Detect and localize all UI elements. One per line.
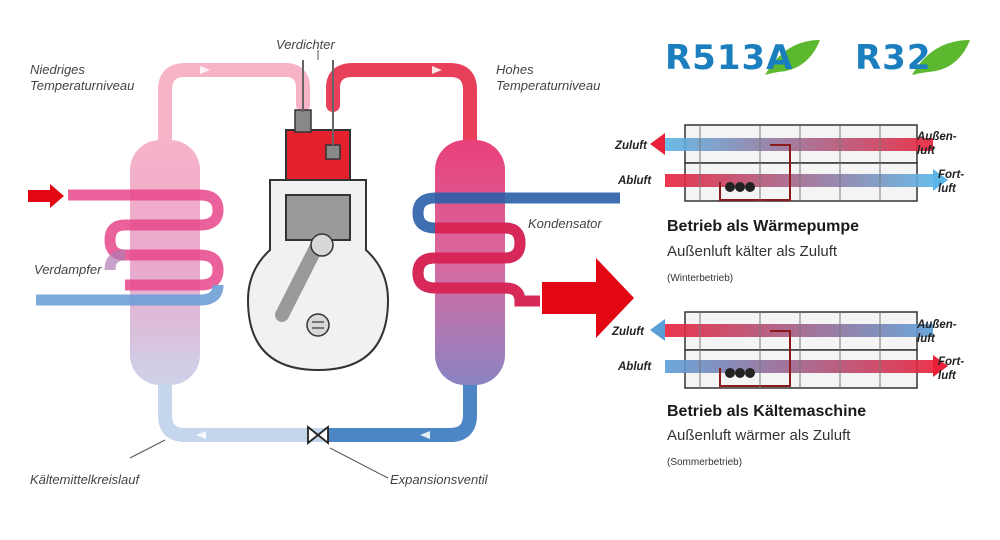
top-note: (Winterbetrieb) [667,273,734,284]
logo-r513a: R513A [665,38,794,78]
unit-bottom-schematic [650,311,948,389]
top-abluft-label: Abluft [618,175,652,187]
top-fortluft-label: Fort-luft [938,169,965,195]
leader-lines [129,50,389,479]
bottom-zuluft-label: Zuluft [612,326,644,338]
condenser [412,140,620,385]
unit-top-schematic [650,124,948,202]
top-heading: Betrieb als Wärmepumpe [667,218,860,235]
flow-direction-arrows [196,66,442,439]
bottom-abluft-label: Abluft [618,361,652,373]
bottom-heading: Betrieb als Kältemaschine [667,403,867,420]
top-zuluft-label: Zuluft [615,140,647,152]
leaf-icon [765,40,970,75]
evaporator [28,140,224,385]
bottom-subheading: Außenluft wärmer als Zuluft [667,427,851,444]
bottom-aussenluft-label: Außen-luft [917,319,957,345]
output-arrow [542,258,634,338]
refrigerant-circuit-label: Kältemittelkreislauf [30,472,140,487]
condenser-label: Kondensator [528,216,602,231]
top-aussenluft-label: Außen-luft [917,131,957,157]
compressor [246,60,390,372]
evaporator-label: Verdampfer [34,262,102,277]
bottom-note: (Sommerbetrieb) [667,457,743,468]
compressor-label: Verdichter [276,37,335,52]
top-subheading: Außenluft kälter als Zuluft [667,243,838,260]
expansion-valve-label: Expansionsventil [390,472,488,487]
expansion-valve [307,425,329,445]
logo-r32: R32 [855,38,932,78]
bottom-fortluft-label: Fort-luft [938,356,965,382]
inlet-arrow [28,184,64,208]
